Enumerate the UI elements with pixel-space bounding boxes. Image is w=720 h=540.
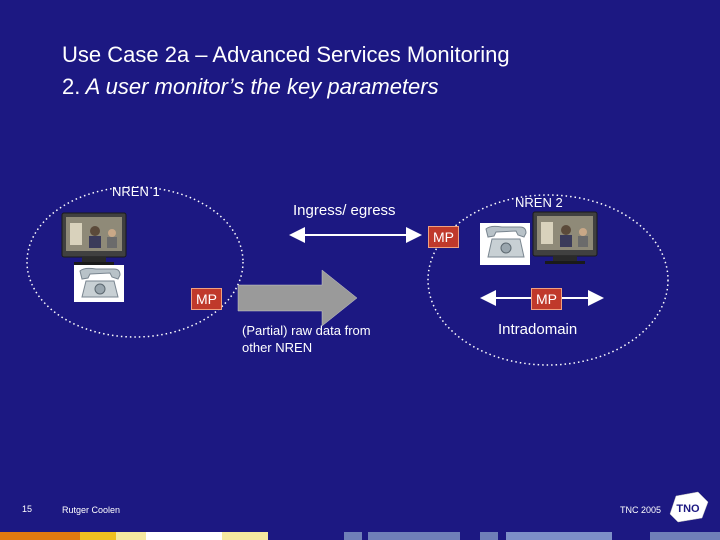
nren2-label: NREN 2 (515, 195, 563, 210)
nren1-label: NREN 1 (112, 184, 160, 199)
raw-data-label-line1: (Partial) raw data from (242, 323, 371, 338)
mp-box-right: MP (531, 288, 562, 310)
footer-bar-segment (368, 532, 460, 540)
mp-box-left: MP (191, 288, 222, 310)
footer-bar-segment (0, 532, 80, 540)
subtitle-number: 2. (62, 74, 81, 99)
tno-logo-icon: TNO (669, 491, 709, 523)
footer-bar-segment (344, 532, 362, 540)
footer-event: TNC 2005 (620, 505, 662, 515)
footer-bar-segment (506, 532, 612, 540)
mp-box-top: MP (428, 226, 459, 248)
footer-bar-segment (650, 532, 720, 540)
nren2-domain-ellipse (427, 194, 669, 366)
subtitle-text: A user monitor’s the key parameters (85, 74, 439, 99)
raw-data-label-line2: other NREN (242, 340, 313, 355)
footer-bar-segment (146, 532, 222, 540)
raw-data-arrow (237, 269, 358, 327)
slide-subtitle: 2. A user monitor’s the key parameters (62, 74, 439, 100)
telephone-icon (480, 223, 530, 265)
page-number: 15 (22, 504, 33, 514)
footer-bar-segment (480, 532, 498, 540)
footer-bar-segment (80, 532, 116, 540)
computer-monitor-icon (532, 211, 598, 264)
footer-author: Rutger Coolen (62, 505, 121, 515)
footer-bar-segment (116, 532, 146, 540)
intradomain-label: Intradomain (498, 321, 578, 338)
nren1-domain-ellipse (26, 186, 244, 338)
svg-text:TNO: TNO (676, 503, 700, 515)
ingress-label: Ingress/ egress (293, 202, 396, 219)
computer-monitor-icon (61, 212, 127, 265)
slide-title: Use Case 2a – Advanced Services Monitori… (62, 42, 510, 67)
footer-bar-segment (222, 532, 268, 540)
telephone-icon (74, 265, 124, 302)
